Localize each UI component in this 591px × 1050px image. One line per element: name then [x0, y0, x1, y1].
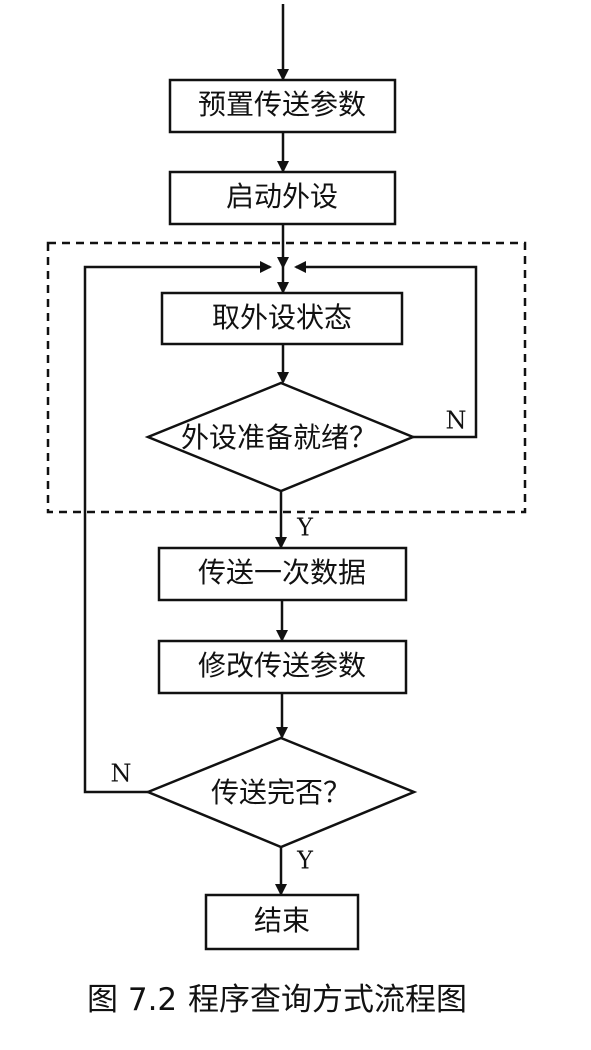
modify-params-label: 修改传送参数	[198, 649, 366, 682]
transfer-complete-label: 传送完否？	[211, 776, 351, 809]
inner-loop-return-line	[294, 261, 478, 439]
preset-params-label: 预置传送参数	[198, 88, 366, 121]
ready-no-label: N	[446, 407, 467, 435]
end-label: 结束	[254, 904, 310, 937]
read-status-box	[160, 291, 404, 346]
modify-params-box	[157, 639, 408, 695]
outer-loop-return-line	[83, 261, 272, 794]
figure-title: 程序查询方式流程图	[188, 982, 467, 1018]
done-yes-label: Y	[296, 847, 314, 875]
done-no-label: N	[111, 760, 132, 788]
end-box	[204, 893, 360, 951]
transfer-data-box	[157, 546, 408, 602]
polling-loop-region	[46, 241, 527, 514]
transfer-data-label: 传送一次数据	[198, 556, 366, 589]
device-ready-label: 外设准备就绪？	[181, 421, 377, 454]
read-status-label: 取外设状态	[212, 301, 352, 334]
ready-yes-label: Y	[296, 514, 314, 542]
start-device-label: 启动外设	[226, 180, 338, 213]
preset-params-box	[168, 78, 397, 134]
figure-number: 图 7.2	[87, 982, 177, 1018]
